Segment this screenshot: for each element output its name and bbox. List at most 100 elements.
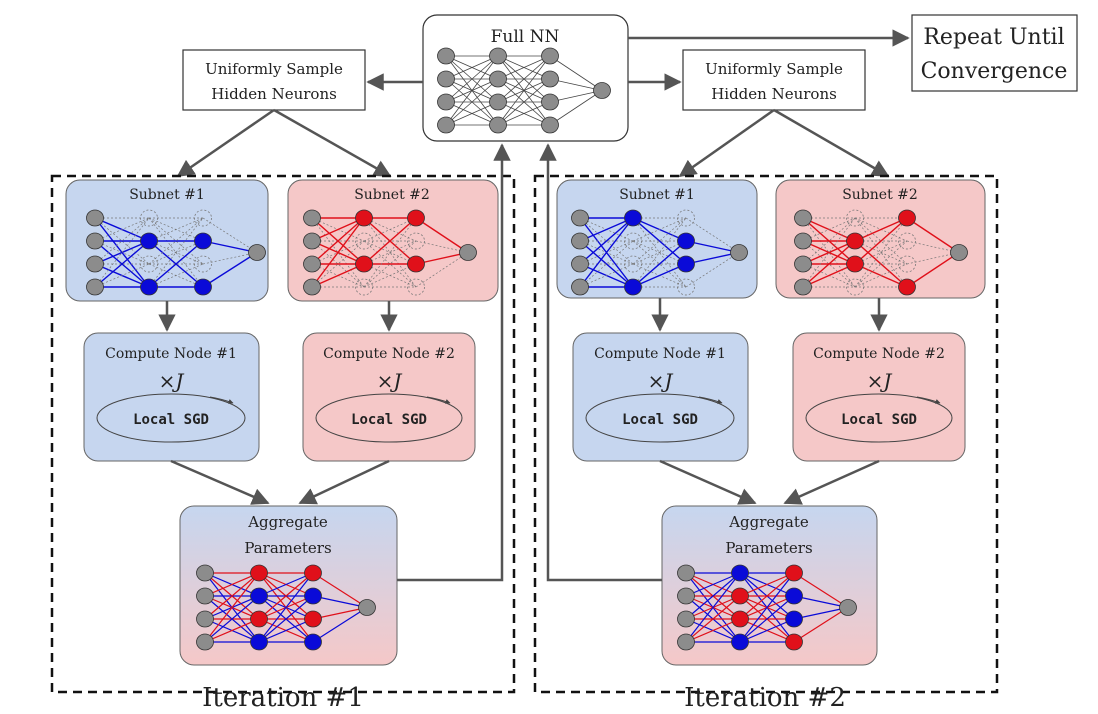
network-node: [785, 610, 803, 628]
network-edge: [579, 263, 634, 288]
network-edge: [685, 252, 740, 288]
network-node: [785, 564, 803, 582]
network-node: [731, 610, 749, 628]
network-node: [677, 209, 695, 227]
network-edge: [94, 217, 150, 288]
network-node: [898, 278, 916, 296]
network-edge: [854, 240, 908, 288]
network-edge: [906, 217, 960, 254]
network-edge: [445, 55, 499, 103]
network-node: [677, 564, 695, 582]
network-edge: [312, 572, 368, 609]
network-edge: [739, 618, 795, 643]
network-edge: [311, 240, 365, 288]
compute-1-2-loop: [315, 393, 463, 443]
network-node: [140, 255, 158, 273]
iteration-2-frame: [533, 174, 999, 694]
network-node: [593, 82, 611, 99]
network-node: [677, 610, 695, 628]
network-node: [304, 633, 322, 651]
network-node: [489, 116, 507, 134]
network-edge: [94, 217, 150, 242]
subnet-1-2-network: [303, 209, 477, 296]
network-node: [846, 232, 864, 250]
network-node: [541, 47, 559, 65]
repeat-line2: Convergence: [921, 59, 1068, 84]
compute-1-1-loop: [96, 393, 246, 443]
network-edge: [445, 78, 499, 126]
network-edge: [793, 606, 849, 620]
network-edge: [579, 217, 634, 242]
network-node: [794, 255, 812, 273]
network-edge: [802, 240, 856, 265]
network-node: [437, 70, 455, 88]
network-edge: [632, 217, 687, 265]
network-node: [304, 564, 322, 582]
network-node: [624, 278, 642, 296]
network-edge: [685, 240, 740, 254]
network-edge: [312, 595, 368, 609]
network-edge: [312, 606, 368, 643]
network-edge: [148, 240, 204, 288]
repeat-line1: Repeat Until: [923, 25, 1064, 50]
network-edge: [685, 572, 741, 597]
subnet-2-2-network: [794, 209, 968, 296]
network-node: [86, 255, 104, 273]
network-edge: [311, 217, 365, 265]
network-edge: [632, 217, 687, 242]
network-edge: [854, 263, 908, 288]
network-node: [624, 232, 642, 250]
network-node: [140, 278, 158, 296]
network-edge: [363, 240, 417, 265]
network-node: [355, 232, 373, 250]
network-node: [950, 244, 968, 261]
subnet-2-1-network: [571, 209, 748, 296]
network-edge: [854, 217, 908, 265]
network-node: [624, 209, 642, 227]
network-edge: [802, 217, 856, 288]
network-edge: [363, 217, 417, 242]
network-node: [194, 278, 212, 296]
subnet-1-1-label: Subnet #1: [129, 187, 205, 203]
network-edge: [148, 263, 204, 288]
network-edge: [148, 217, 204, 288]
network-edge: [793, 595, 849, 609]
network-node: [437, 47, 455, 65]
network-node: [196, 633, 214, 651]
network-node: [794, 232, 812, 250]
iteration-1: Subnet #1 Subnet #2 Compute Node #1 ×J L…: [65, 179, 499, 713]
network-node: [541, 93, 559, 111]
network-edge: [854, 217, 908, 242]
top-arrows: [176, 29, 910, 178]
compute-2-2-repeat: ×J: [867, 369, 893, 393]
network-node: [846, 209, 864, 227]
compute-1-1-label: Compute Node #1: [105, 346, 237, 362]
network-node: [677, 587, 695, 605]
network-node: [898, 255, 916, 273]
network-node: [677, 278, 695, 296]
network-node: [86, 278, 104, 296]
network-node: [407, 278, 425, 296]
sample-box-2: Uniformly Sample Hidden Neurons: [682, 49, 866, 111]
network-node: [304, 587, 322, 605]
compute-2-1-label: Compute Node #1: [594, 346, 726, 362]
sample-2-line1: Uniformly Sample: [705, 60, 843, 78]
network-node: [250, 587, 268, 605]
network-edge: [854, 217, 908, 288]
network-edge: [549, 90, 603, 126]
network-node: [86, 232, 104, 250]
network-node: [459, 244, 477, 261]
network-edge: [202, 252, 258, 265]
network-node: [196, 610, 214, 628]
sample-2-line2: Hidden Neurons: [711, 85, 837, 103]
network-node: [194, 255, 212, 273]
network-edge: [258, 572, 314, 620]
network-edge: [685, 572, 741, 643]
network-edge: [148, 240, 204, 265]
network-edge: [497, 78, 551, 126]
network-node: [571, 278, 589, 296]
compute-2-2-label: Compute Node #2: [813, 346, 945, 362]
compute-2-1-sgd: Local SGD: [622, 412, 698, 428]
network-edge: [445, 101, 499, 126]
network-edge: [497, 55, 551, 103]
